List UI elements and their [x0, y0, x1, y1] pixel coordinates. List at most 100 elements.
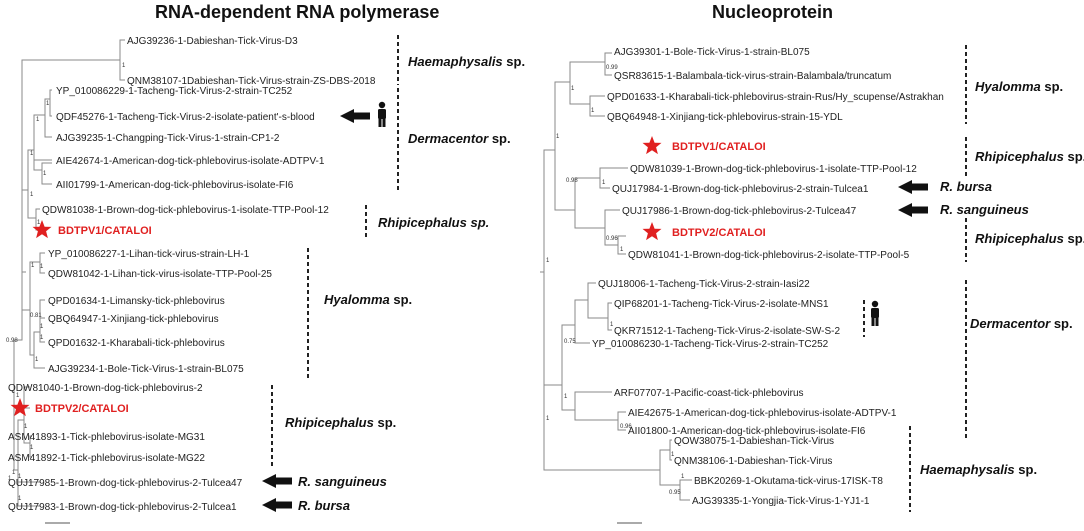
leaf-label: YP_010086230-1-Tacheng-Tick-Virus-2-stra… — [592, 339, 829, 350]
bootstrap-value: 1 — [591, 108, 595, 114]
leaf-label: AJG39236-1-Dabieshan-Tick-Virus-D3 — [127, 36, 298, 47]
bootstrap-value: 1 — [12, 470, 16, 476]
leaf-label: AIE42674-1-American-dog-tick-phlebovirus… — [56, 156, 325, 167]
clade-label: Dermacentor sp. — [970, 316, 1073, 331]
leaf-label: AJG39235-1-Changping-Tick-Virus-1-strain… — [56, 133, 280, 144]
leaf-label: QUJ17983-1-Brown-dog-tick-phlebovirus-2-… — [8, 502, 237, 513]
bootstrap-value: 1 — [556, 134, 560, 140]
bootstrap-value: 1 — [30, 151, 34, 157]
leaf-label: QDF45276-1-Tacheng-Tick-Virus-2-isolate-… — [56, 112, 315, 123]
bootstrap-value: 0.96 — [606, 236, 618, 242]
clade-label: Rhipicephalus sp. — [378, 215, 489, 230]
bootstrap-value: 1 — [43, 171, 47, 177]
arrow-label: R. sanguineus — [298, 474, 387, 489]
leaf-label: QPD01634-1-Limansky-tick-phlebovirus — [48, 296, 225, 307]
bootstrap-value: 1 — [31, 263, 35, 269]
arrow-label: R. sanguineus — [940, 202, 1029, 217]
bootstrap-value: 1 — [40, 264, 44, 270]
bootstrap-value: 1 — [36, 117, 40, 123]
bootstrap-value: 1 — [620, 247, 624, 253]
bootstrap-value: 0.81 — [30, 313, 42, 319]
leaf-label: YP_010086227-1-Lihan-tick-virus-strain-L… — [48, 249, 250, 260]
arrow-label: R. bursa — [298, 498, 350, 513]
bootstrap-value: 1 — [610, 322, 614, 328]
bootstrap-value: 1 — [40, 324, 44, 330]
leaf-label-highlight: BDTPV1/CATALOI — [672, 141, 766, 153]
leaf-label-highlight: BDTPV2/CATALOI — [672, 227, 766, 239]
left-tree: AJG39236-1-Dabieshan-Tick-Virus-D3 QNM38… — [6, 35, 525, 524]
human-figure-icon — [378, 101, 386, 127]
bootstrap-value: 1 — [546, 258, 550, 264]
bootstrap-value: 1 — [46, 101, 50, 107]
clade-label: Dermacentor sp. — [408, 131, 511, 146]
leaf-label: BBK20269-1-Okutama-tick-virus-17ISK-T8 — [694, 476, 883, 487]
bootstrap-value: 1 — [546, 416, 550, 422]
leaf-label: QUJ17984-1-Brown-dog-tick-phlebovirus-2-… — [612, 184, 869, 195]
bootstrap-value: 0.99 — [606, 65, 618, 71]
bootstrap-value: 1 — [37, 220, 41, 226]
bootstrap-value: 1 — [40, 335, 44, 341]
clade-label: Rhipicephalus sp. — [975, 231, 1084, 246]
clade-label: Haemaphysalis sp. — [920, 462, 1037, 477]
leaf-label-highlight: BDTPV1/CATALOI — [58, 225, 152, 237]
bootstrap-value: 1 — [16, 393, 20, 399]
leaf-label: AII01799-1-American-dog-tick-phlebovirus… — [56, 180, 294, 191]
bootstrap-value: 1 — [8, 476, 12, 482]
bootstrap-value: 0.75 — [564, 339, 576, 345]
bootstrap-value: 0.96 — [620, 424, 632, 430]
leaf-label: QUJ18006-1-Tacheng-Tick-Virus-2-strain-I… — [598, 279, 810, 290]
leaf-label: QIP68201-1-Tacheng-Tick-Virus-2-isolate-… — [614, 299, 829, 310]
arrow-left-icon — [262, 498, 292, 512]
clade-label: Haemaphysalis sp. — [408, 54, 525, 69]
leaf-label: QUJ17986-1-Brown-dog-tick-phlebovirus-2-… — [622, 206, 857, 217]
star-icon — [642, 222, 662, 241]
leaf-label: QBQ64948-1-Xinjiang-tick-phlebovirus-str… — [607, 112, 843, 123]
leaf-label: QSR83615-1-Balambala-tick-virus-strain-B… — [614, 71, 891, 82]
leaf-label: QDW81042-1-Lihan-tick-virus-isolate-TTP-… — [48, 269, 272, 280]
bootstrap-value: 1 — [18, 474, 22, 480]
leaf-label: QDW81040-1-Brown-dog-tick-phlebovirus-2 — [8, 383, 203, 394]
title-rdrp: RNA-dependent RNA polymerase — [155, 2, 439, 22]
leaf-label: ARF07707-1-Pacific-coast-tick-phleboviru… — [614, 388, 804, 399]
leaf-label: QPD01632-1-Kharabali-tick-phlebovirus — [48, 338, 225, 349]
leaf-label: QDW81038-1-Brown-dog-tick-phlebovirus-1-… — [42, 205, 329, 216]
bootstrap-value: 1 — [30, 192, 34, 198]
clade-label: Hyalomma sp. — [324, 292, 412, 307]
arrow-left-icon — [262, 474, 292, 488]
leaf-label: YP_010086229-1-Tacheng-Tick-Virus-2-stra… — [56, 86, 293, 97]
star-icon — [32, 220, 52, 239]
leaf-label-highlight: BDTPV2/CATALOI — [35, 403, 129, 415]
bootstrap-value: 0.95 — [669, 490, 681, 496]
bootstrap-value: 1 — [571, 86, 575, 92]
bootstrap-value: 1 — [35, 357, 39, 363]
right-tree: AJG39301-1-Bole-Tick-Virus-1-strain-BL07… — [540, 45, 1084, 524]
leaf-label: AJG39335-1-Yongjia-Tick-Virus-1-YJ1-1 — [692, 496, 870, 507]
leaf-label: QDW81039-1-Brown-dog-tick-phlebovirus-1-… — [630, 164, 917, 175]
clade-label: Hyalomma sp. — [975, 79, 1063, 94]
leaf-label: QKR71512-1-Tacheng-Tick-Virus-2-isolate-… — [614, 326, 840, 337]
bootstrap-value: 1 — [122, 63, 126, 69]
clade-label: Rhipicephalus sp. — [975, 149, 1084, 164]
bootstrap-value: 1 — [681, 474, 685, 480]
leaf-label: AJG39301-1-Bole-Tick-Virus-1-strain-BL07… — [614, 47, 810, 58]
title-nucleoprotein: Nucleoprotein — [712, 2, 833, 22]
arrow-left-icon — [898, 180, 928, 194]
bootstrap-value: 1 — [602, 180, 606, 186]
bootstrap-value: 1 — [24, 424, 28, 430]
leaf-label: QPD01633-1-Kharabali-tick-phlebovirus-st… — [607, 92, 944, 103]
leaf-label: QDW81041-1-Brown-dog-tick-phlebovirus-2-… — [628, 250, 910, 261]
leaf-label: QOW38075-1-Dabieshan-Tick-Virus — [674, 436, 834, 447]
arrow-left-icon — [898, 203, 928, 217]
bootstrap-value: 1 — [18, 496, 22, 502]
leaf-label: AJG39234-1-Bole-Tick-Virus-1-strain-BL07… — [48, 364, 244, 375]
leaf-label: QNM38106-1-Dabieshan-Tick-Virus — [674, 456, 832, 467]
arrow-left-icon — [340, 109, 370, 123]
bootstrap-value: 1 — [564, 394, 568, 400]
bootstrap-value: 0.98 — [6, 338, 18, 344]
bootstrap-value: 1 — [30, 445, 34, 451]
leaf-label: AIE42675-1-American-dog-tick-phlebovirus… — [628, 408, 897, 419]
star-icon — [642, 136, 662, 155]
leaf-label: ASM41893-1-Tick-phlebovirus-isolate-MG31 — [8, 432, 205, 443]
arrow-label: R. bursa — [940, 179, 992, 194]
